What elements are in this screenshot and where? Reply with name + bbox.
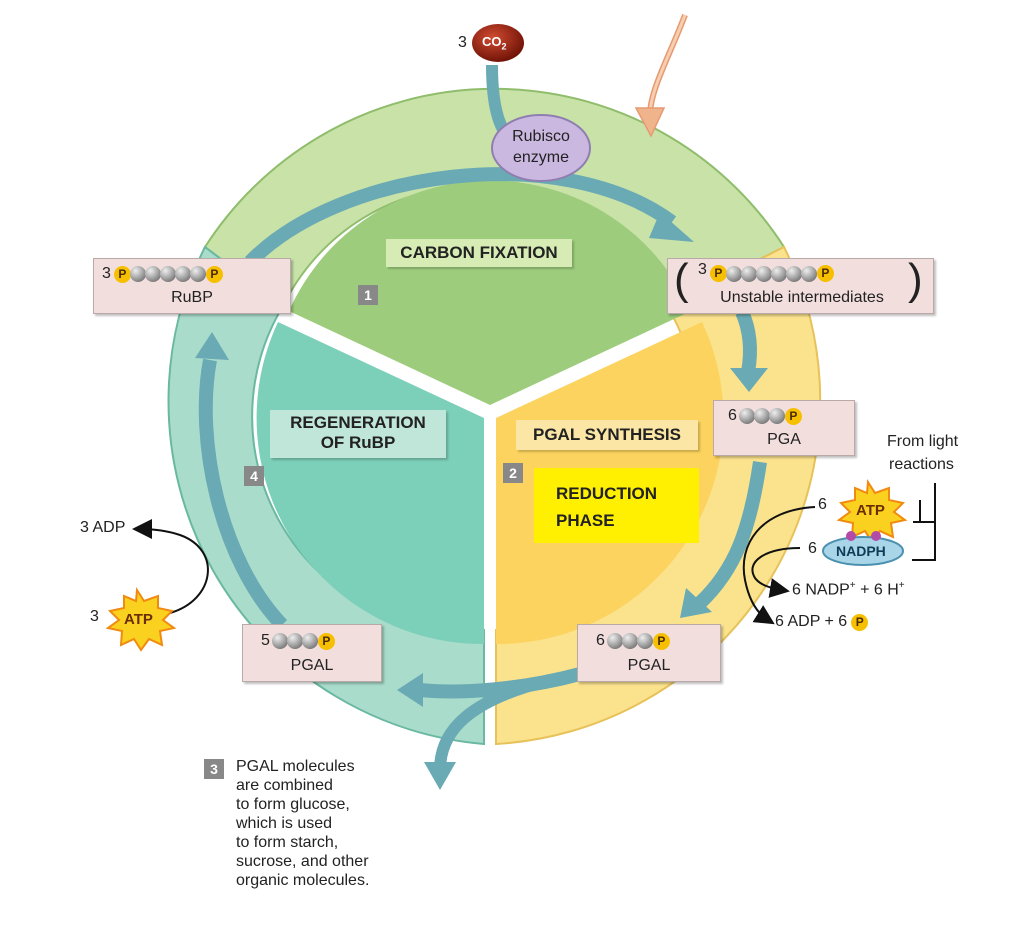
regeneration-title-2: OF RuBP xyxy=(320,433,396,452)
output-line: are combined xyxy=(236,777,333,794)
unstable-chain: 3 P P xyxy=(698,261,834,282)
pgal-left-box: 5 P PGAL xyxy=(242,624,382,682)
light-label-1: From light xyxy=(887,433,959,450)
regeneration-title: REGENERATION OF RuBP xyxy=(270,410,446,458)
regeneration-title-1: REGENERATION xyxy=(290,413,426,432)
pga-to-pgal-arrow xyxy=(695,460,767,609)
nadp-product: 6 NADP+ + 6 H+ xyxy=(792,580,905,599)
phosphate-icon: P xyxy=(205,265,223,283)
adp-left-label: 3 ADP xyxy=(80,519,126,536)
pgal-left-chain: 5 P xyxy=(261,632,335,650)
rubisco-label-1: Rubisco xyxy=(512,128,570,145)
phase-1-number: 1 xyxy=(358,285,378,305)
atp-burst-left xyxy=(105,586,177,652)
rubp-box: 3 P P RuBP xyxy=(93,258,291,314)
pga-name: PGA xyxy=(767,431,801,448)
phosphate-icon: P xyxy=(317,632,335,650)
adp-product: 6 ADP + 6 P xyxy=(775,613,869,631)
co2-coef: 3 xyxy=(458,34,467,51)
atp-left-label: ATP xyxy=(124,611,153,628)
output-line: organic molecules. xyxy=(236,872,370,889)
phosphate-icon: P xyxy=(709,265,727,282)
light-bracket xyxy=(912,483,936,561)
output-arrow xyxy=(434,674,552,771)
atp-left-curve xyxy=(132,519,209,614)
nadph-molecule xyxy=(822,536,904,566)
pgal-right-name: PGAL xyxy=(627,657,671,674)
rubp-name: RuBP xyxy=(171,289,213,306)
phosphate-icon: P xyxy=(784,407,802,425)
co2-molecule xyxy=(472,24,524,62)
step-3-number: 3 xyxy=(204,759,224,779)
output-line: to form glucose, xyxy=(236,796,350,813)
light-label-2: reactions xyxy=(889,456,954,473)
reduction-phase-highlight: REDUCTION PHASE xyxy=(534,468,699,543)
output-line: PGAL molecules xyxy=(236,758,355,775)
reduction-label-2: PHASE xyxy=(556,511,615,530)
pgal-right-box: 6 P PGAL xyxy=(577,624,721,682)
phosphate-icon: P xyxy=(816,265,834,282)
rubisco-label-2: enzyme xyxy=(512,149,570,166)
regeneration-arrow xyxy=(198,358,288,630)
pgal-synthesis-title: PGAL SYNTHESIS xyxy=(516,420,698,450)
unstable-intermediates-box: ( ) 3 P P Unstable intermediates xyxy=(667,255,934,314)
nadph-curve xyxy=(751,547,801,598)
carbon-fixation-title: CARBON FIXATION xyxy=(386,239,572,267)
fixation-arrow xyxy=(245,167,677,267)
rubp-chain: 3 P P xyxy=(102,265,223,283)
atp-right-label: ATP xyxy=(856,502,885,519)
atp-right-coef: 6 xyxy=(818,496,827,513)
regeneration-sector xyxy=(256,322,484,645)
fixation-sector xyxy=(289,180,691,405)
output-line: which is used xyxy=(236,815,333,832)
pgal-right-chain: 6 P xyxy=(596,632,670,650)
close-paren: ) xyxy=(908,255,923,304)
pga-chain: 6 P xyxy=(728,407,802,425)
pga-box: 6 P PGA xyxy=(713,400,855,456)
nadph-label: NADPH xyxy=(836,543,886,559)
rubisco-enzyme xyxy=(491,114,591,182)
nadph-coef: 6 xyxy=(808,540,817,557)
phase-4-number: 4 xyxy=(244,466,264,486)
output-description: PGAL molecules are combined to form gluc… xyxy=(236,757,456,890)
output-line: sucrose, and other xyxy=(236,853,369,870)
phosphate-icon: P xyxy=(113,265,131,283)
reduction-label-1: REDUCTION xyxy=(556,484,658,503)
atp-left-coef: 3 xyxy=(90,608,99,625)
pgal-left-name: PGAL xyxy=(290,657,334,674)
unstable-to-pga-arrow xyxy=(735,309,757,374)
phosphate-icon: P xyxy=(851,613,869,631)
output-line: to form starch, xyxy=(236,834,339,851)
open-paren: ( xyxy=(674,255,689,304)
phase-2-number: 2 xyxy=(503,463,523,483)
pgal-to-regeneration-arrow xyxy=(419,667,582,699)
atp-right-curve xyxy=(742,506,816,625)
co2-label: CO2 xyxy=(482,34,507,52)
phosphate-icon: P xyxy=(652,632,670,650)
unstable-name: Unstable intermediates xyxy=(720,289,884,306)
